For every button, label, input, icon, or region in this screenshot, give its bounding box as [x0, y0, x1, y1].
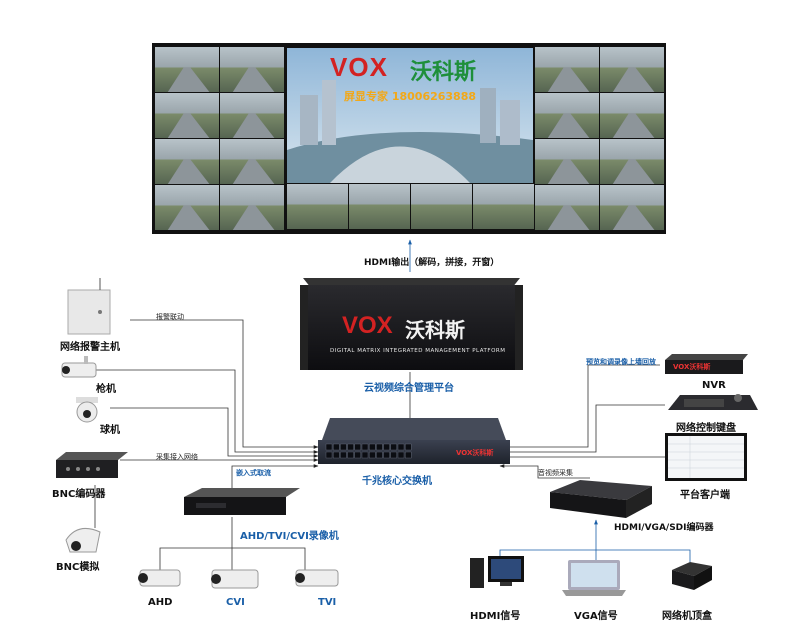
switch-port	[405, 451, 412, 459]
nvr-brand: VOX沃科斯	[673, 363, 711, 371]
gun-cam-label: 枪机	[96, 384, 116, 395]
settop-box-label: 网络机顶盒	[662, 611, 712, 622]
dome-cam-label: 球机	[100, 425, 120, 436]
dvr-label: AHD/TVI/CVI录像机	[240, 531, 339, 542]
camera-tile-road	[612, 67, 655, 92]
switch-port	[376, 451, 383, 459]
ahd-label: AHD	[148, 597, 173, 608]
switch-port	[347, 443, 354, 451]
core-switch-label: 千兆核心交换机	[362, 476, 432, 487]
cvi-label: CVI	[226, 597, 245, 608]
switch-brand: VOX沃科斯	[456, 449, 494, 457]
video-wall	[152, 43, 666, 234]
switch-port	[397, 451, 405, 459]
camera-tile-road	[547, 113, 590, 138]
switch-port	[397, 443, 405, 451]
vga-signal-label: VGA信号	[574, 611, 618, 622]
client-monitor-device	[665, 433, 747, 481]
camera-tile-road	[232, 205, 275, 230]
switch-port	[369, 443, 376, 451]
client-label: 平台客户端	[680, 490, 730, 501]
camera-tile-road	[167, 205, 210, 230]
tvi-label: TVI	[318, 597, 337, 608]
wall-logo-text: VOX	[330, 52, 388, 82]
switch-port	[354, 443, 361, 451]
switch-port	[340, 443, 347, 451]
platform-label: 云视频综合管理平台	[364, 383, 454, 394]
collect-net-label: 采集接入网络	[156, 453, 198, 461]
camera-tile-road	[167, 67, 210, 92]
camera-tile-road	[547, 205, 590, 230]
switch-port	[383, 443, 390, 451]
switch-port	[390, 443, 397, 451]
hdmi-signal-label: HDMI信号	[470, 611, 521, 622]
settop-box-device	[672, 562, 712, 590]
switch-port	[340, 451, 347, 459]
switch-port	[333, 451, 340, 459]
platform-logo-cn: 沃科斯	[405, 318, 465, 342]
camera-tile-road	[612, 113, 655, 138]
camera-tile	[473, 184, 534, 229]
camera-tile	[287, 184, 348, 229]
switch-port	[347, 451, 354, 459]
camera-tile-road	[167, 159, 210, 184]
cvi-camera-device	[211, 569, 259, 589]
gun-camera-device	[61, 356, 97, 378]
network-keyboard-device	[668, 394, 758, 410]
pc-device	[470, 556, 524, 588]
tvi-camera-device	[295, 569, 339, 587]
platform-subtitle: DIGITAL MATRIX INTEGRATED MANAGEMENT PLA…	[330, 348, 506, 354]
dome-camera-device	[76, 397, 98, 423]
camera-tile-road	[232, 113, 275, 138]
camera-tile-road	[232, 159, 275, 184]
camera-tile-road	[167, 113, 210, 138]
camera-tile-road	[547, 67, 590, 92]
camera-tile	[411, 184, 472, 229]
network-keyboard-label: 网络控制键盘	[676, 423, 736, 434]
camera-tile-road	[612, 205, 655, 230]
alarm-link-label: 报警联动	[156, 313, 184, 321]
hdmi-encoder-device	[550, 480, 652, 518]
switch-port	[354, 451, 361, 459]
camera-tile-road	[547, 159, 590, 184]
bnc-encoder-device	[56, 452, 128, 478]
nvr-device	[665, 354, 748, 374]
wall-logo: VOX	[330, 52, 388, 83]
platform-logo: VOX	[342, 312, 393, 339]
switch-port	[361, 443, 369, 451]
switch-port	[369, 451, 376, 459]
camera-tile	[349, 184, 410, 229]
hdmi-output-label: HDMI输出（解码，拼接，开窗）	[364, 258, 500, 268]
core-switch	[318, 418, 510, 464]
camera-tile-road	[232, 67, 275, 92]
wall-tagline: 屏显专家 18006263888	[344, 90, 477, 103]
alarm-host-device	[67, 278, 111, 335]
switch-port	[390, 451, 397, 459]
wall-logo-cn: 沃科斯	[410, 60, 477, 85]
bnc-analog-camera-device	[65, 527, 101, 553]
platform-chassis	[300, 278, 523, 370]
bnc-analog-label: BNC模拟	[56, 562, 100, 573]
switch-port	[325, 443, 333, 451]
embedded-stream-label: 嵌入式取流	[236, 469, 271, 477]
laptop-device	[562, 560, 626, 596]
av-collect-label: 音视频采集	[538, 469, 573, 477]
switch-port	[405, 443, 412, 451]
switch-port	[325, 451, 333, 459]
alarm-host-label: 网络报警主机	[60, 342, 120, 353]
bnc-encoder-label: BNC编码器	[52, 489, 106, 500]
ahd-camera-device	[138, 569, 181, 587]
dvr-device	[184, 488, 300, 515]
hdmi-encoder-label: HDMI/VGA/SDI编码器	[614, 523, 714, 533]
switch-port	[383, 451, 390, 459]
switch-port	[376, 443, 383, 451]
switch-port	[333, 443, 340, 451]
nvr-label: NVR	[702, 380, 726, 391]
preview-label: 预览和调录像上墙回放	[586, 358, 656, 366]
connection-lines	[94, 239, 665, 570]
switch-port	[361, 451, 369, 459]
camera-tile-road	[612, 159, 655, 184]
